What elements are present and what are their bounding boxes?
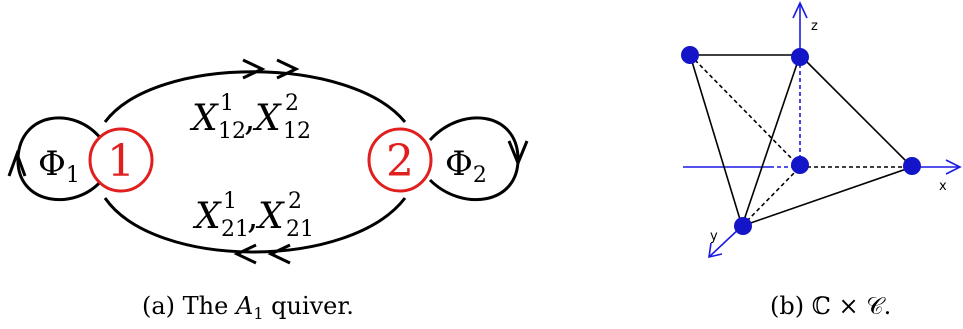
edge-bottom-arc xyxy=(103,197,407,254)
svg-text:12: 12 xyxy=(218,119,246,144)
loop-1-label: Φ1 xyxy=(38,144,80,188)
svg-text:2: 2 xyxy=(285,91,299,116)
edge-y-x xyxy=(741,166,913,227)
axis-label-z: z xyxy=(811,19,818,34)
axis-label-x: x xyxy=(939,179,947,194)
edge-hidden-1 xyxy=(689,54,801,168)
caption-a: (a) The A1 quiver. xyxy=(142,292,354,323)
edge-z-x xyxy=(799,54,913,168)
x-axis-arrowhead xyxy=(945,159,962,175)
caption-b: (b) ℂ × 𝒞. xyxy=(770,292,891,320)
edge-top-label: X 1 12 , X 2 12 xyxy=(189,91,311,144)
svg-text:2: 2 xyxy=(288,189,302,214)
axes xyxy=(683,1,962,259)
vertex-x xyxy=(903,157,921,175)
quiver-diagram xyxy=(7,58,529,265)
loop-2-label: Φ2 xyxy=(445,144,487,188)
arrowhead-loop-left xyxy=(7,149,27,177)
edges xyxy=(689,54,913,227)
svg-text:X: X xyxy=(189,98,219,139)
svg-text:X: X xyxy=(252,98,282,139)
edge-hidden-3 xyxy=(741,166,801,227)
node-1-label: 1 xyxy=(107,136,135,187)
svg-text:21: 21 xyxy=(221,217,249,242)
svg-text:,: , xyxy=(247,196,258,237)
vertex-origin xyxy=(791,156,809,174)
node-2 xyxy=(367,127,433,193)
node-1 xyxy=(88,127,154,193)
arrowhead-top-1 xyxy=(242,58,266,80)
y-axis-arrowhead xyxy=(708,242,723,259)
svg-text:1: 1 xyxy=(220,91,234,116)
axis-label-y: y xyxy=(710,229,718,244)
svg-text:X: X xyxy=(192,196,222,237)
edge-left-y xyxy=(689,54,743,227)
svg-text:,: , xyxy=(244,98,255,139)
edge-bottom-label: X 1 21 , X 2 21 xyxy=(192,189,314,242)
svg-text:21: 21 xyxy=(286,217,314,242)
polytope-diagram: z x y xyxy=(681,1,962,259)
vertex-y xyxy=(734,217,752,235)
svg-text:X: X xyxy=(255,196,285,237)
vertices xyxy=(681,46,921,235)
z-axis-arrowhead xyxy=(792,1,808,19)
svg-text:1: 1 xyxy=(223,189,237,214)
arrowhead-bottom-1 xyxy=(233,243,257,265)
arrowhead-top-2 xyxy=(276,58,300,80)
vertex-top-left xyxy=(681,46,699,64)
loop-right xyxy=(428,116,520,202)
vertex-top-z xyxy=(791,48,809,66)
arrowhead-loop-right xyxy=(507,140,529,167)
edge-z-y xyxy=(741,54,801,227)
svg-text:12: 12 xyxy=(283,119,311,144)
arrowhead-bottom-2 xyxy=(267,243,291,265)
node-2-label: 2 xyxy=(386,136,414,187)
